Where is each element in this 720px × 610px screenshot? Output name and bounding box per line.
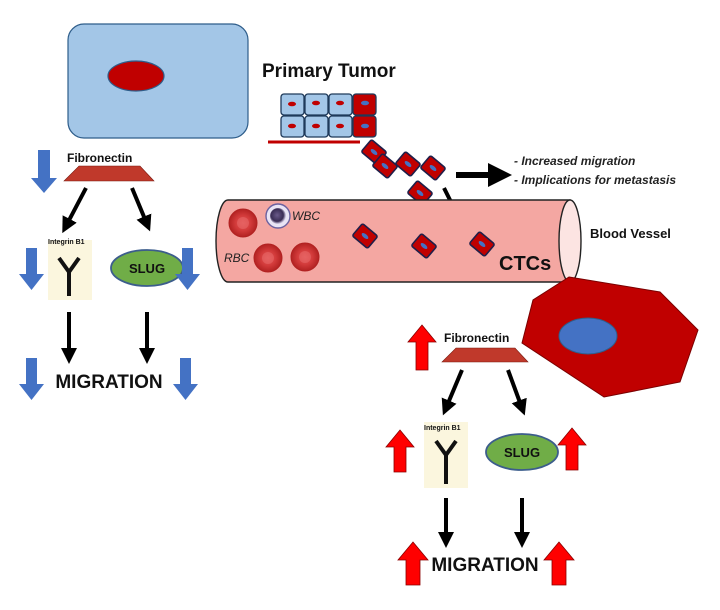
migrating-ctc-cells (361, 139, 446, 206)
right-arrow-to-slug (506, 369, 527, 416)
right-slug-label: SLUG (504, 445, 540, 460)
up-arrow-icon (543, 541, 575, 586)
blood-vessel-label: Blood Vessel (590, 226, 671, 241)
down-arrow-icon (19, 358, 44, 400)
primary-tumor-title: Primary Tumor (262, 61, 396, 82)
left-migration-label: MIGRATION (55, 372, 162, 393)
integrin-receptor-icon (434, 439, 458, 484)
left-panel: Fibronectin Integrin B1 SLUG MIGRATION (19, 150, 200, 400)
down-arrow-icon (31, 150, 57, 193)
right-arrow-to-integrin (441, 369, 464, 416)
left-fibronectin-label: Fibronectin (67, 151, 132, 165)
left-fibronectin-shape (63, 165, 155, 182)
left-integrin-label: Integrin B1 (48, 239, 85, 246)
down-arrow-icon (175, 248, 200, 290)
up-arrow-icon (385, 429, 415, 473)
right-panel: Fibronectin Integrin B1 SLUG MIGRATION (385, 324, 587, 586)
note-metastasis: - Implications for metastasis (514, 173, 676, 187)
cell-nucleus (107, 60, 165, 92)
up-arrow-icon (407, 324, 437, 371)
rbc-label: RBC (224, 251, 250, 265)
left-arrow-to-slug (130, 187, 152, 232)
down-arrow-icon (173, 358, 198, 400)
rbc-cells (228, 208, 320, 273)
primary-tumor-cells (280, 93, 377, 138)
right-migration-label: MIGRATION (431, 555, 538, 576)
integrin-receptor-icon (57, 256, 81, 296)
left-slug-label: SLUG (129, 261, 165, 276)
down-arrow-icon (19, 248, 44, 290)
up-arrow-icon (397, 541, 429, 586)
note-increased-migration: - Increased migration (514, 154, 635, 168)
wbc-cell (265, 203, 291, 229)
right-slug-oval (485, 433, 559, 471)
right-fibronectin-shape (441, 347, 529, 363)
vessel-ctc-cells (352, 223, 495, 259)
ctcs-label: CTCs (499, 253, 551, 275)
tumor-cell-nucleus (558, 317, 618, 355)
wbc-label: WBC (292, 209, 320, 223)
right-fibronectin-label: Fibronectin (444, 331, 509, 345)
left-arrow-to-integrin (62, 187, 88, 234)
right-integrin-label: Integrin B1 (424, 425, 461, 432)
up-arrow-icon (557, 427, 587, 471)
